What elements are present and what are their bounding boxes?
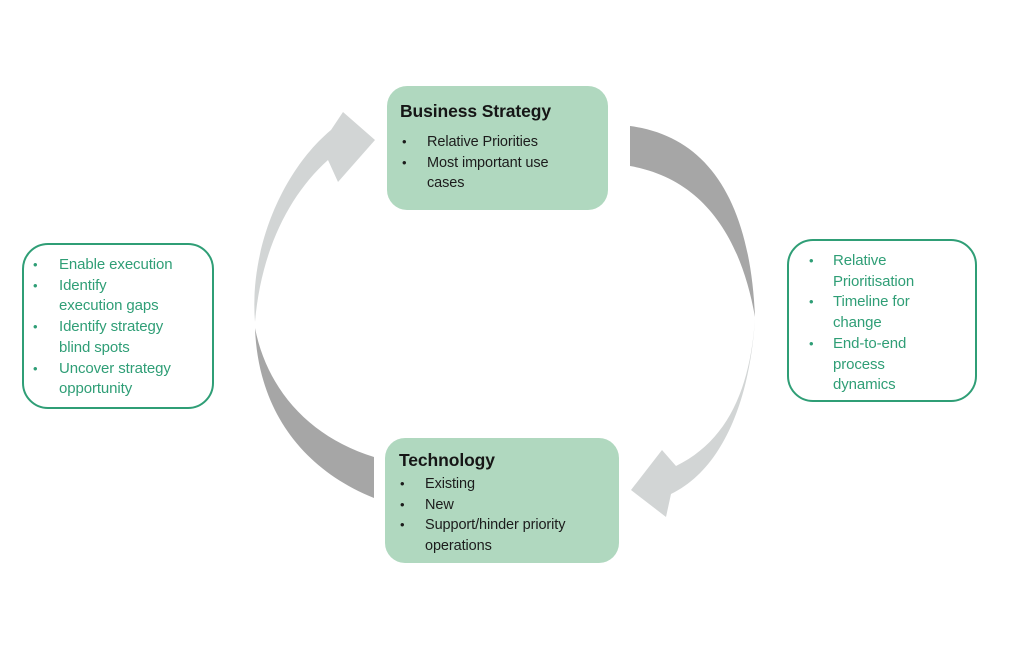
bullet-icon: •: [400, 517, 405, 533]
bullet-text: Identify execution gaps: [59, 276, 159, 315]
bullet-icon: •: [402, 134, 407, 149]
bullet-item: • Support/hinder priority operations: [400, 515, 619, 556]
bullet-icon: •: [33, 319, 38, 335]
bullet-icon: •: [400, 476, 405, 491]
bullet-item: • Identify execution gaps: [33, 276, 207, 317]
technology-box: Technology • Existing • New • Support/hi…: [385, 438, 619, 563]
bullet-item: • Relative Prioritisation: [809, 251, 970, 292]
technology-bullet-list: • Existing • New • Support/hinder priori…: [385, 474, 619, 557]
business-strategy-title: Business Strategy: [400, 101, 551, 121]
bullet-item: • End-to-end process dynamics: [809, 334, 970, 396]
bullet-text: Timeline for change: [833, 293, 910, 332]
change-considerations-bullet-list: • Relative Prioritisation • Timeline for…: [789, 241, 975, 396]
bullet-icon: •: [33, 277, 38, 293]
business-strategy-box: Business Strategy • Relative Priorities …: [387, 86, 608, 210]
arrow-right-head-icon: [631, 319, 755, 517]
bullet-text: New: [425, 496, 454, 513]
bullet-text: Most important use cases: [427, 154, 549, 192]
bullet-icon: •: [809, 294, 814, 310]
business-strategy-bullet-list: • Relative Priorities • Most important u…: [387, 132, 608, 194]
bullet-item: • Identify strategy blind spots: [33, 317, 207, 358]
bullet-icon: •: [809, 253, 814, 268]
bullet-item: • Relative Priorities: [402, 132, 608, 153]
bullet-text: Existing: [425, 476, 475, 492]
bullet-icon: •: [402, 154, 407, 170]
change-considerations-box: • Relative Prioritisation • Timeline for…: [787, 239, 977, 402]
technology-title: Technology: [399, 450, 495, 470]
bullet-icon: •: [33, 257, 38, 272]
bullet-item: • Timeline for change: [809, 292, 970, 333]
bullet-icon: •: [809, 335, 814, 351]
bullet-text: Enable execution: [59, 256, 173, 273]
bullet-item: • Uncover strategy opportunity: [33, 359, 207, 400]
bullet-text: Support/hinder priority operations: [425, 517, 566, 555]
bullet-item: • Enable execution: [33, 255, 207, 276]
bullet-icon: •: [400, 496, 405, 512]
bullet-item: • Most important use cases: [402, 153, 608, 194]
arrow-right-tail: [630, 126, 755, 317]
bullet-text: End-to-end process dynamics: [833, 334, 907, 394]
bullet-icon: •: [33, 360, 38, 376]
bullet-text: Relative Priorities: [427, 134, 538, 150]
strategy-benefits-bullet-list: • Enable execution • Identify execution …: [24, 245, 212, 400]
arrow-left-tail: [255, 328, 374, 498]
strategy-benefits-box: • Enable execution • Identify execution …: [22, 243, 214, 409]
bullet-text: Uncover strategy opportunity: [59, 359, 171, 398]
bullet-item: • New: [400, 495, 619, 516]
bullet-text: Identify strategy blind spots: [59, 318, 164, 356]
bullet-item: • Existing: [400, 474, 619, 495]
arrow-left-head-icon: [254, 112, 375, 322]
bullet-text: Relative Prioritisation: [833, 252, 915, 290]
